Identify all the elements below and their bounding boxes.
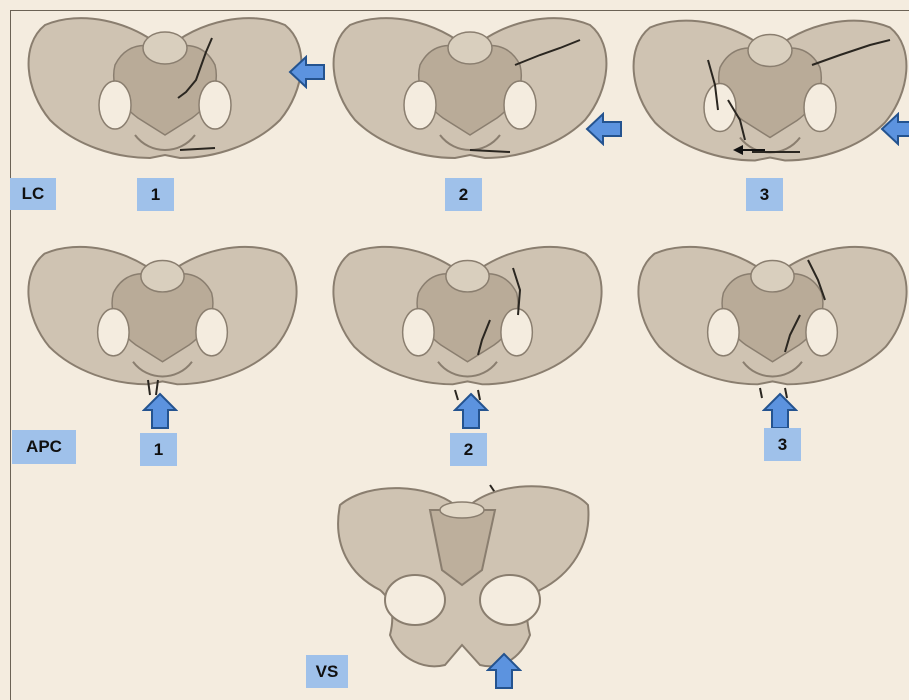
row-label-lc: LC <box>10 178 56 210</box>
stage-label-apc-2: 2 <box>450 433 487 466</box>
force-arrow-up-icon <box>453 392 489 430</box>
stage-label-apc-1: 1 <box>140 433 177 466</box>
stage-label-lc-3: 3 <box>746 178 783 211</box>
row-label-vs: VS <box>306 655 348 688</box>
fracture-line <box>180 148 215 150</box>
stage-label-lc-1: 1 <box>137 178 174 211</box>
fracture-line <box>808 260 825 300</box>
fracture-line <box>470 150 510 152</box>
fracture-line <box>178 38 212 98</box>
fracture-line <box>478 320 490 355</box>
fracture-line <box>728 100 745 140</box>
fracture-line <box>708 60 718 110</box>
force-arrow-up-icon <box>762 392 798 430</box>
force-arrow-left-icon <box>585 112 623 146</box>
force-arrow-left-icon <box>288 55 326 89</box>
fracture-line <box>785 315 800 352</box>
fracture-line <box>812 40 890 65</box>
force-arrow-left-icon <box>880 112 909 146</box>
internal-force-arrow-icon <box>733 145 765 155</box>
row-label-apc: APC <box>12 430 76 464</box>
stage-label-apc-3: 3 <box>764 428 801 461</box>
force-arrow-up-icon <box>142 392 178 430</box>
pelvis-vs <box>330 475 595 680</box>
stage-label-lc-2: 2 <box>445 178 482 211</box>
force-arrow-up-icon <box>486 652 522 690</box>
fracture-line <box>515 40 580 65</box>
fracture-line <box>513 268 520 315</box>
